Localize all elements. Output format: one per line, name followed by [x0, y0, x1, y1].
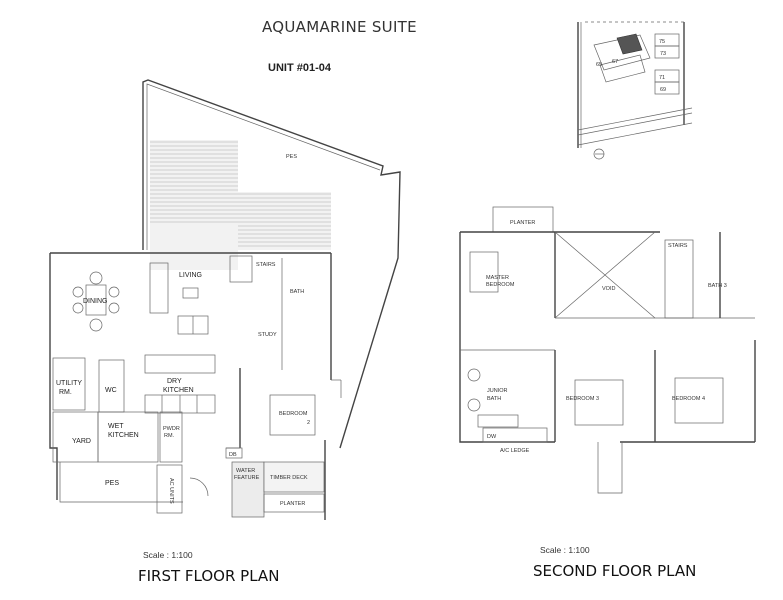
room-label-kitchen: KITCHEN — [163, 387, 194, 394]
first-floor-title: FIRST FLOOR PLAN — [138, 567, 280, 585]
room-label-utility-rm: RM. — [59, 389, 72, 396]
second-floor-title: SECOND FLOOR PLAN — [533, 562, 697, 580]
sf-label-ac-ledge: A/C LEDGE — [500, 448, 530, 454]
room-label-dry: DRY — [167, 378, 182, 385]
room-label-timber-deck: TIMBER DECK — [270, 475, 308, 481]
room-label-pes-top: PES — [286, 154, 297, 160]
north-arrow-icon — [593, 148, 605, 160]
room-label-yard: YARD — [72, 438, 91, 445]
svg-text:71: 71 — [659, 75, 665, 81]
svg-text:65: 65 — [596, 62, 602, 68]
svg-text:69: 69 — [660, 87, 666, 93]
project-title: AQUAMARINE SUITE — [262, 18, 417, 36]
sf-label-bath3: BATH 3 — [708, 283, 727, 289]
room-label-db: DB — [229, 452, 237, 458]
first-floor-scale: Scale : 1:100 — [143, 550, 193, 560]
room-label-water: WATER — [236, 468, 255, 474]
room-label-feature: FEATURE — [234, 475, 260, 481]
sf-label-junior: JUNIOR — [487, 388, 508, 394]
svg-text:67: 67 — [612, 59, 618, 65]
room-label-ac-units: AC UNITS — [168, 478, 174, 504]
room-label-pes-bottom: PES — [105, 480, 119, 487]
key-plan-frame: 67 65 75 73 71 69 — [577, 21, 693, 160]
room-label-wet-kitchen: KITCHEN — [108, 432, 139, 439]
room-label-wc: WC — [105, 387, 117, 394]
deck-hatch-lines — [150, 141, 331, 247]
unit-label: UNIT #01-04 — [268, 62, 331, 74]
sf-label-stairs: STAIRS — [668, 243, 688, 249]
sf-label-master-bedroom: BEDROOM — [486, 282, 515, 288]
room-label-pwdr-rm: RM. — [164, 433, 175, 439]
room-label-wet: WET — [108, 423, 124, 430]
sf-label-junior-bath: BATH — [487, 396, 501, 402]
room-label-living: LIVING — [179, 272, 202, 279]
sf-label-dw: DW — [487, 434, 497, 440]
sf-label-master: MASTER — [486, 275, 509, 281]
room-label-planter: PLANTER — [280, 501, 305, 507]
sf-label-bedroom3: BEDROOM 3 — [566, 396, 599, 402]
second-floor-scale: Scale : 1:100 — [540, 545, 590, 555]
room-label-stairs: STAIRS — [256, 262, 276, 268]
room-label-bath: BATH — [290, 289, 304, 295]
sf-label-void: VOID — [602, 286, 615, 292]
svg-text:75: 75 — [659, 39, 665, 45]
sf-label-planter: PLANTER — [510, 220, 535, 226]
room-label-pwdr: PWDR — [163, 426, 180, 432]
room-label-utility: UTILITY — [56, 380, 82, 387]
room-label-study: STUDY — [258, 332, 277, 338]
svg-text:73: 73 — [660, 51, 666, 57]
room-label-bedroom2: BEDROOM — [279, 411, 308, 417]
sf-label-bedroom4: BEDROOM 4 — [672, 396, 705, 402]
room-label-bedroom2-num: 2 — [307, 420, 310, 426]
room-label-dining: DINING — [83, 298, 108, 305]
